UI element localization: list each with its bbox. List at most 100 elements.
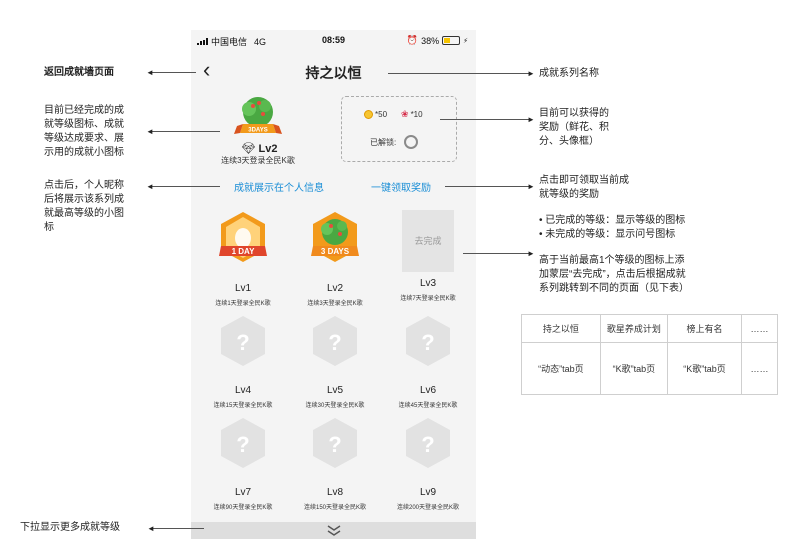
level-requirement: 连续30天登录全民K歌 — [305, 403, 365, 409]
question-hexagon-icon: ? — [406, 418, 450, 468]
level-requirement: 连续200天登录全民K歌 — [396, 505, 459, 511]
level-item-8[interactable]: ? Lv8 连续150天登录全民K歌 — [300, 414, 370, 511]
annotation-rewards: 目前可以获得的 奖励（鲜花、积 分、头像框） — [539, 107, 609, 149]
arrowhead-icon: ◄ — [146, 68, 154, 77]
coin-reward: *50 — [375, 110, 388, 119]
annotation-line-text: 目前已经完成的成 — [44, 105, 124, 116]
annotation-line — [150, 186, 220, 187]
annotation-line-text: 点击即可领取当前成 — [539, 175, 629, 186]
question-hexagon-icon: ? — [313, 418, 357, 468]
annotation-profile: 点击后，个人昵称 后将展示该系列成 就最高等级的小图 标 — [44, 179, 124, 235]
level-item-1[interactable]: 1 DAY Lv1 连续1天登录全民K歌 — [208, 210, 278, 307]
annotation-line-text: 示用的成就小图标 — [44, 147, 124, 158]
arrowhead-icon: ◄ — [147, 524, 155, 533]
svg-text:?: ? — [236, 432, 249, 457]
level-item-5[interactable]: ? Lv5 连续30天登录全民K歌 — [300, 312, 370, 409]
level-item-6[interactable]: ? Lv6 连续45天登录全民K歌 — [393, 312, 463, 409]
double-chevron-down-icon — [327, 525, 340, 536]
annotation-line-text: 点击后，个人昵称 — [44, 180, 124, 191]
current-level: 💎︎Lv2 — [191, 142, 325, 155]
level-requirement: 连续7天登录全民K歌 — [400, 296, 456, 302]
table-cell: “K歌”tab页 — [599, 342, 668, 395]
level-item-7[interactable]: ? Lv7 连续90天登录全民K歌 — [208, 414, 278, 511]
table-header: 榜上有名 — [666, 314, 743, 343]
annotation-claim: 点击即可领取当前成 就等级的奖励 — [539, 174, 629, 202]
phone-screen: 中国电信 4G 08:59 ⏰ 38% ⚡ ‹ 持之以恒 3DAYS 💎︎Lv2… — [191, 30, 476, 539]
annotation-line — [445, 186, 532, 187]
back-button[interactable]: ‹ — [203, 57, 211, 82]
flower-reward: *10 — [410, 110, 423, 119]
level-label: Lv1 — [234, 283, 252, 294]
flower-icon: ❀ — [401, 109, 409, 119]
level-label: Lv6 — [419, 385, 437, 396]
load-more-bar[interactable] — [191, 522, 476, 539]
question-hexagon-icon: ? — [313, 316, 357, 366]
svg-text:?: ? — [328, 432, 341, 457]
level-1-badge-text: 1 DAY — [232, 247, 255, 256]
level-label: Lv4 — [234, 385, 252, 396]
level-1-badge-icon: 1 DAY — [219, 212, 267, 262]
question-hexagon-icon: ? — [406, 316, 450, 366]
level-label: Lv7 — [234, 487, 252, 498]
annotation-line — [150, 72, 196, 73]
annotation-line-text: 就等级的奖励 — [539, 189, 599, 200]
annotation-bullets: • 已完成的等级：显示等级的图标 • 未完成的等级：显示问号图标 — [539, 214, 685, 242]
charging-icon: ⚡ — [463, 37, 468, 45]
svg-text:?: ? — [328, 330, 341, 355]
level-item-2[interactable]: 3 DAYS Lv2 连续3天登录全民K歌 — [300, 210, 370, 307]
annotation-line-text: 就最高等级的小图 — [44, 208, 124, 219]
table-cell: “K歌”tab页 — [666, 342, 743, 395]
annotation-line-text: 就等级图标、成就 — [44, 119, 124, 130]
svg-text:?: ? — [421, 330, 434, 355]
annotation-line — [150, 131, 220, 132]
current-badge-icon: 3DAYS — [234, 97, 282, 134]
annotation-current-level: 目前已经完成的成 就等级图标、成就 等级达成要求、展 示用的成就小图标 — [44, 104, 124, 160]
level-requirement: 连续45天登录全民K歌 — [398, 403, 458, 409]
annotation-line-text: 标 — [44, 222, 54, 233]
avatar-frame-icon — [404, 135, 419, 149]
arrowhead-icon: ► — [527, 249, 535, 258]
diamond-icon: 💎︎ — [241, 143, 256, 155]
chevron-left-icon: ‹ — [203, 57, 211, 82]
current-level-label: Lv2 — [258, 143, 278, 155]
level-label: Lv8 — [326, 487, 344, 498]
arrowhead-icon: ◄ — [146, 127, 154, 136]
battery-icon — [442, 36, 461, 45]
annotation-line-text: 等级达成要求、展 — [44, 133, 124, 144]
status-bar: 中国电信 4G 08:59 ⏰ 38% ⚡ — [191, 30, 476, 50]
level-label: Lv9 — [419, 487, 437, 498]
level-item-3[interactable]: 去完成 Lv3 连续7天登录全民K歌 — [393, 210, 463, 302]
battery-percent: 38% — [421, 35, 440, 46]
annotation-line-text: 高于当前最高1个等级的图标上添 — [539, 255, 685, 266]
table-header: …… — [741, 314, 778, 343]
level-item-4[interactable]: ? Lv4 连续15天登录全民K歌 — [208, 312, 278, 409]
arrowhead-icon: ◄ — [146, 182, 154, 191]
go-complete-overlay[interactable]: 去完成 — [402, 210, 454, 272]
annotation-line-text: 加蒙层“去完成”，点击后根据成就 — [539, 269, 686, 280]
annotation-line-text: 后将展示该系列成 — [44, 194, 124, 205]
level-item-9[interactable]: ? Lv9 连续200天登录全民K歌 — [393, 414, 463, 511]
level-label: Lv3 — [419, 278, 437, 289]
current-badge-text: 3DAYS — [248, 128, 267, 134]
signal-icon — [197, 38, 208, 45]
table-cell: …… — [741, 342, 778, 395]
level-requirement: 连续15天登录全民K歌 — [213, 403, 273, 409]
annotation-line-text: • 已完成的等级：显示等级的图标 — [539, 215, 686, 226]
annotation-line — [388, 73, 531, 74]
clock: 08:59 — [321, 35, 346, 45]
annotation-series-name: 成就系列名称 — [539, 68, 599, 79]
level-label: Lv2 — [326, 283, 344, 294]
annotation-line-text: • 未完成的等级：显示问号图标 — [539, 229, 676, 240]
level-requirement: 连续3天登录全民K歌 — [307, 301, 363, 307]
arrowhead-icon: ► — [527, 69, 535, 78]
show-in-profile-link[interactable]: 成就展示在个人信息 — [234, 183, 324, 194]
level-requirement: 连续90天登录全民K歌 — [213, 505, 273, 511]
unlocked-label: 已解锁: — [370, 137, 397, 147]
table-header: 歌星养成计划 — [599, 314, 668, 343]
table-header: 持之以恒 — [521, 314, 601, 343]
claim-reward-link[interactable]: 一键领取奖励 — [371, 183, 431, 194]
level-2-badge-text: 3 DAYS — [321, 247, 350, 256]
alarm-icon: ⏰ — [406, 35, 419, 45]
annotation-line-text: 奖励（鲜花、积 — [539, 122, 609, 133]
question-hexagon-icon: ? — [221, 418, 265, 468]
